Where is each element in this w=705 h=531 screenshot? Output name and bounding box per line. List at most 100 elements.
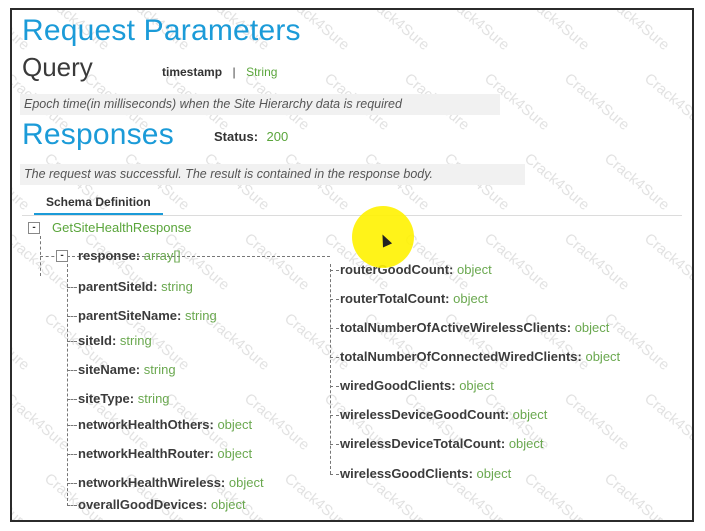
field-type: object [457,262,492,277]
query-heading: Query [22,52,93,82]
tab-schema-definition[interactable]: Schema Definition [34,195,163,215]
schema-root-name: GetSiteHealthResponse [52,220,192,235]
field-type: string [119,333,152,348]
watermark-text: Crack4Sure [601,310,673,374]
field-name: siteName: [78,362,141,377]
schema-field-left: siteName: string [78,362,176,377]
tree-line [330,386,339,387]
tree-line [330,270,339,271]
field-type: object [210,497,246,512]
schema-field-right: wiredGoodClients: object [340,378,494,393]
field-name: response: [78,248,141,263]
field-type: object [512,407,548,422]
query-param-row: timestamp | String [162,63,277,81]
watermark-text: Crack4Sure [601,470,673,522]
field-name: totalNumberOfConnectedWiredClients: [340,349,582,364]
field-type: string [184,308,217,323]
watermark-text: Crack4Sure [521,8,593,54]
watermark-text: Crack4Sure [561,390,633,454]
field-type: object [453,291,488,306]
watermark-text: Crack4Sure [361,8,433,54]
watermark-text: Crack4Sure [601,150,673,214]
tree-line [330,357,339,358]
field-type: object [574,320,610,335]
tree-line [67,341,77,342]
tree-line [330,328,339,329]
param-separator: | [232,65,236,79]
schema-field-right: totalNumberOfConnectedWiredClients: obje… [340,349,620,364]
watermark-text: Crack4Sure [10,310,33,374]
tree-line [330,474,339,475]
field-name: totalNumberOfActiveWirelessClients: [340,320,572,335]
param-type: String [246,65,278,79]
collapse-response-toggle[interactable]: - [56,250,68,262]
field-type: object [476,466,512,481]
field-type: string [143,362,176,377]
watermark-text: Crack4Sure [441,8,513,54]
request-parameters-heading: Request Parameters [22,14,301,47]
field-type: array[] [143,248,181,263]
tree-line [67,287,77,288]
cursor-highlight [352,206,414,268]
watermark-text: Crack4Sure [241,230,313,294]
collapse-root-toggle[interactable]: - [28,222,40,234]
schema-field-left: parentSiteId: string [78,279,193,294]
watermark-text: Crack4Sure [641,70,694,134]
tree-line [67,454,77,455]
field-type: string [161,279,193,294]
field-name: networkHealthOthers: [78,417,214,432]
field-name: wirelessDeviceTotalCount: [340,436,506,451]
schema-field-left: parentSiteName: string [78,308,217,323]
field-name: wirelessGoodClients: [340,466,473,481]
schema-field-left: networkHealthRouter: object [78,446,252,461]
field-type: object [228,475,264,490]
tree-line [67,505,77,506]
tab-divider [22,215,682,216]
tree-line [67,399,77,400]
field-name: overallGoodDevices: [78,497,208,512]
param-name: timestamp [162,65,223,79]
schema-field-left: networkHealthWireless: object [78,475,264,490]
field-name: networkHealthRouter: [78,446,214,461]
schema-field-left: siteId: string [78,333,152,348]
field-type: object [508,436,544,451]
responses-heading: Responses [22,118,174,151]
field-name: routerGoodCount: [340,262,454,277]
field-name: parentSiteName: [78,308,182,323]
tree-line [67,483,77,484]
watermark-text: Crack4Sure [601,8,673,54]
response-field: response: array[] [78,248,181,263]
tree-line [40,256,60,257]
field-type: object [459,378,494,393]
tree-line [67,425,77,426]
schema-field-right: totalNumberOfActiveWirelessClients: obje… [340,320,609,335]
schema-field-right: routerGoodCount: object [340,262,492,277]
tree-line [330,444,339,445]
tree-line [330,264,331,474]
schema-field-left: siteType: string [78,391,170,406]
schema-field-right: routerTotalCount: object [340,291,488,306]
schema-field-right: wirelessGoodClients: object [340,466,511,481]
field-name: networkHealthWireless: [78,475,226,490]
field-name: siteId: [78,333,117,348]
schema-field-right: wirelessDeviceTotalCount: object [340,436,544,451]
watermark-text: Crack4Sure [561,230,633,294]
field-name: parentSiteId: [78,279,158,294]
watermark-text: Crack4Sure [10,390,73,454]
schema-field-left: overallGoodDevices: object [78,497,246,512]
response-description: The request was successful. The result i… [20,164,525,185]
status-value: 200 [266,129,289,144]
field-type: object [585,349,621,364]
watermark-text: Crack4Sure [10,470,33,522]
watermark-text: Crack4Sure [521,150,593,214]
tree-line [67,316,77,317]
tree-line [330,299,339,300]
field-name: wirelessDeviceGoodCount: [340,407,510,422]
watermark-text: Crack4Sure [641,230,694,294]
field-name: routerTotalCount: [340,291,450,306]
field-type: object [217,446,253,461]
tree-line [67,264,68,506]
status-row: Status: 200 [214,128,288,146]
schema-field-right: wirelessDeviceGoodCount: object [340,407,547,422]
